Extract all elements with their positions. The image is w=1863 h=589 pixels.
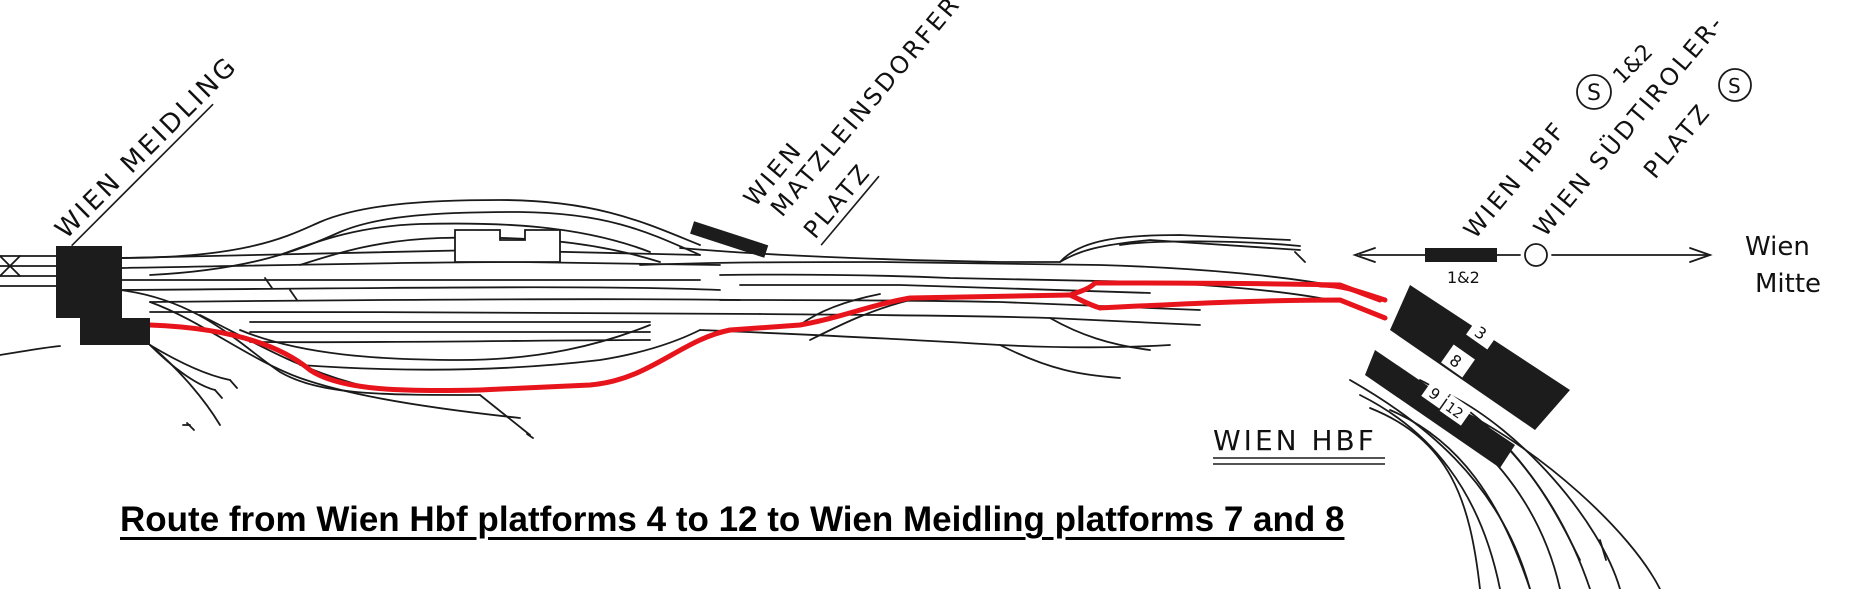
label-wien-mitte-2: Mitte (1755, 269, 1821, 299)
hbf-platforms-3-8 (1390, 285, 1570, 430)
matzleinsdorfer-platform (690, 221, 769, 258)
meidling-platform-main (56, 246, 122, 318)
route-caption: Route from Wien Hbf platforms 4 to 12 to… (120, 500, 1345, 539)
label-wien-mitte-1: Wien (1745, 232, 1810, 262)
station-building (454, 229, 561, 263)
label-sbahn-platform: 1&2 (1447, 268, 1480, 287)
sbahn-stop-circle (1524, 243, 1548, 267)
meidling-platform-7-8 (80, 318, 150, 345)
platforms (56, 221, 1570, 468)
sbahn-platform-hbf (1425, 248, 1497, 262)
highlighted-route (147, 280, 1388, 394)
sbahn-symbol-hbf: S (1576, 74, 1612, 110)
sbahn-symbol-suedtiroler: S (1718, 68, 1752, 102)
label-wien-meidling: WIEN MEIDLING (50, 51, 244, 245)
platform-number-tags: 3 8 9 12 (1421, 316, 1500, 426)
s-symbol-2: S (1728, 74, 1741, 98)
tracks (0, 199, 1713, 589)
s-symbol-1: S (1587, 81, 1601, 106)
hbf-platforms-9-12 (1365, 350, 1515, 468)
label-wien-hbf-main: WIEN HBF (1213, 424, 1377, 457)
